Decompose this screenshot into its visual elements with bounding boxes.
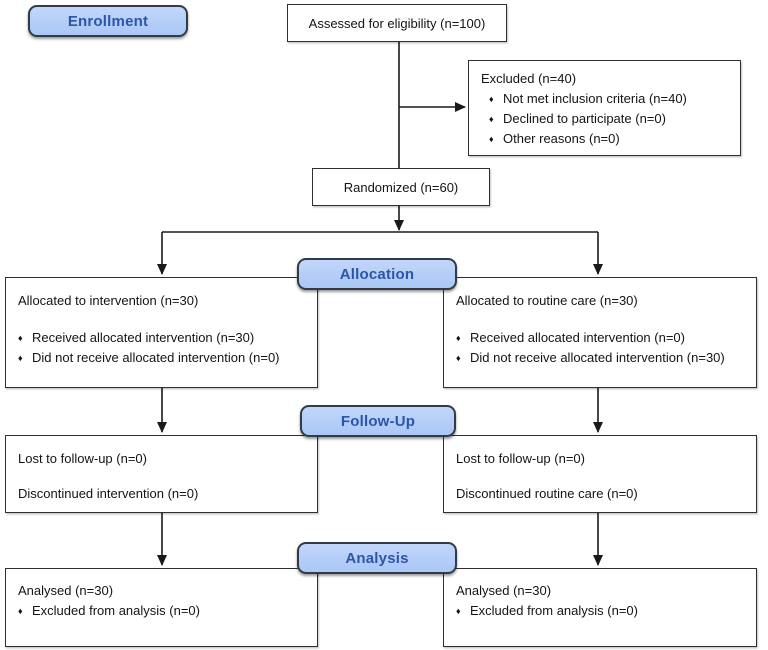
- diamond-bullet-icon: ♦: [456, 606, 461, 616]
- stage-badge-enrollment: Enrollment: [28, 5, 188, 37]
- diamond-bullet-icon: ♦: [489, 94, 494, 104]
- followup-left-line: Lost to follow-up (n=0): [18, 451, 147, 466]
- allocation-left-title: Allocated to intervention (n=30): [18, 293, 199, 308]
- allocation-left-bullet: ♦ Received allocated intervention (n=30): [18, 328, 311, 348]
- diamond-bullet-icon: ♦: [489, 134, 494, 144]
- analysis-right-title: Analysed (n=30): [456, 583, 552, 598]
- allocation-right-bullet: ♦ Did not receive allocated intervention…: [456, 348, 750, 368]
- allocation-routine-care-box: Allocated to routine care (n=30) ♦ Recei…: [443, 277, 757, 388]
- allocation-intervention-box: Allocated to intervention (n=30) ♦ Recei…: [5, 277, 318, 388]
- allocation-label: Allocation: [339, 265, 415, 283]
- excluded-bullet: ♦ Declined to participate (n=0): [481, 109, 732, 129]
- analysis-left-bullet: ♦ Excluded from analysis (n=0): [18, 601, 309, 621]
- followup-right-line: Discontinued routine care (n=0): [456, 486, 638, 501]
- followup-label: Follow-Up: [340, 412, 416, 430]
- allocation-right-bullet: ♦ Received allocated intervention (n=0): [456, 328, 750, 348]
- analysis-left-title: Analysed (n=30): [18, 583, 114, 598]
- randomized-text: Randomized (n=60): [343, 179, 459, 195]
- followup-intervention-box: Lost to follow-up (n=0) Discontinued int…: [5, 435, 318, 513]
- allocation-right-title: Allocated to routine care (n=30): [456, 293, 638, 308]
- assessed-text: Assessed for eligibility (n=100): [308, 15, 486, 31]
- diamond-bullet-icon: ♦: [489, 114, 494, 124]
- analysis-right-bullet: ♦ Excluded from analysis (n=0): [456, 601, 748, 621]
- stage-badge-allocation: Allocation: [297, 258, 457, 290]
- diamond-bullet-icon: ♦: [18, 353, 23, 363]
- allocation-left-bullet: ♦ Did not receive allocated intervention…: [18, 348, 311, 368]
- randomized-box: Randomized (n=60): [312, 168, 490, 206]
- excluded-title: Excluded (n=40): [481, 71, 577, 86]
- assessed-box: Assessed for eligibility (n=100): [287, 4, 507, 42]
- excluded-box: Excluded (n=40) ♦ Not met inclusion crit…: [468, 60, 741, 156]
- diamond-bullet-icon: ♦: [18, 333, 23, 343]
- diamond-bullet-icon: ♦: [456, 333, 461, 343]
- analysis-label: Analysis: [345, 549, 409, 567]
- excluded-bullet: ♦ Other reasons (n=0): [481, 129, 732, 149]
- stage-badge-followup: Follow-Up: [300, 405, 456, 437]
- analysis-left-box: Analysed (n=30) ♦ Excluded from analysis…: [5, 568, 318, 647]
- excluded-bullet: ♦ Not met inclusion criteria (n=40): [481, 89, 732, 109]
- followup-right-line: Lost to follow-up (n=0): [456, 451, 585, 466]
- diamond-bullet-icon: ♦: [456, 353, 461, 363]
- followup-left-line: Discontinued intervention (n=0): [18, 486, 199, 501]
- diamond-bullet-icon: ♦: [18, 606, 23, 616]
- followup-routine-care-box: Lost to follow-up (n=0) Discontinued rou…: [443, 435, 757, 513]
- analysis-right-box: Analysed (n=30) ♦ Excluded from analysis…: [443, 568, 757, 647]
- enrollment-label: Enrollment: [67, 12, 149, 30]
- stage-badge-analysis: Analysis: [297, 542, 457, 574]
